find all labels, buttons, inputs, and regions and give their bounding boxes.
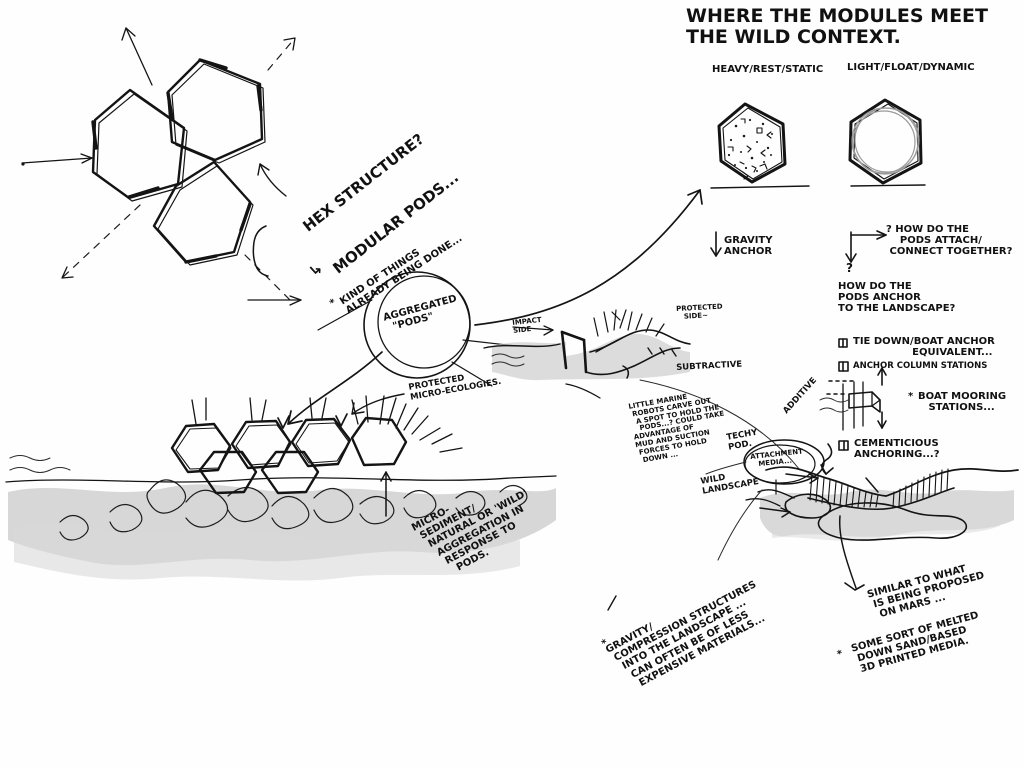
gravity-anchor-label: GRAVITY ANCHOR xyxy=(724,235,773,258)
techy-pod-leader xyxy=(705,461,763,561)
light-hexagon-drawing xyxy=(848,98,926,187)
gravity-note-leader xyxy=(607,595,617,611)
anchor-list-bullets xyxy=(838,338,849,451)
hex-radiating-arrows xyxy=(21,27,302,306)
heavy-hexagon-drawing xyxy=(710,102,810,189)
aggregated-pods-bubble xyxy=(317,271,517,387)
hex-cluster-drawing xyxy=(91,58,266,266)
mooring-station-diagram xyxy=(819,367,887,431)
attach-question-arrows xyxy=(845,230,887,263)
protected-side-label: PROTECTED SIDE~ xyxy=(675,302,723,321)
light-hex-label: LIGHT/FLOAT/DYNAMIC xyxy=(847,62,975,73)
boat-mooring-note: BOAT MOORING STATIONS... xyxy=(918,391,1007,414)
gravity-anchor-arrow xyxy=(710,231,722,257)
sheet-title: WHERE THE MODULES MEET THE WILD CONTEXT. xyxy=(686,5,988,49)
pods-anchor-question: HOW DO THE PODS ANCHOR TO THE LANDSCAPE? xyxy=(838,281,956,315)
robots-note-leader xyxy=(565,383,601,399)
anchor-item-column-stations: ANCHOR COLUMN STATIONS xyxy=(853,361,988,371)
coastal-section-drawing xyxy=(483,309,801,471)
impact-side-label: IMPACT SIDE xyxy=(511,315,542,335)
boat-mooring-star: * xyxy=(908,391,914,402)
left-scene-drawing xyxy=(5,393,557,581)
arrow-to-pod-cluster xyxy=(287,351,383,425)
additive-section-drawing xyxy=(745,443,1019,541)
pods-attach-question: ? HOW DO THE PODS ATTACH/ CONNECT TOGETH… xyxy=(886,224,1013,258)
heavy-hex-label: HEAVY/REST/STATIC xyxy=(712,64,824,75)
mars-note-leader xyxy=(838,515,865,591)
anchor-item-cementicious: CEMENTICIOUS ANCHORING...? xyxy=(854,438,940,461)
question-mark-glyph: ? xyxy=(846,261,853,275)
anchor-item-tie-down: TIE DOWN/BOAT ANCHOR EQUIVALENT... xyxy=(853,336,995,359)
arrow-to-hexagon-study xyxy=(474,189,703,326)
